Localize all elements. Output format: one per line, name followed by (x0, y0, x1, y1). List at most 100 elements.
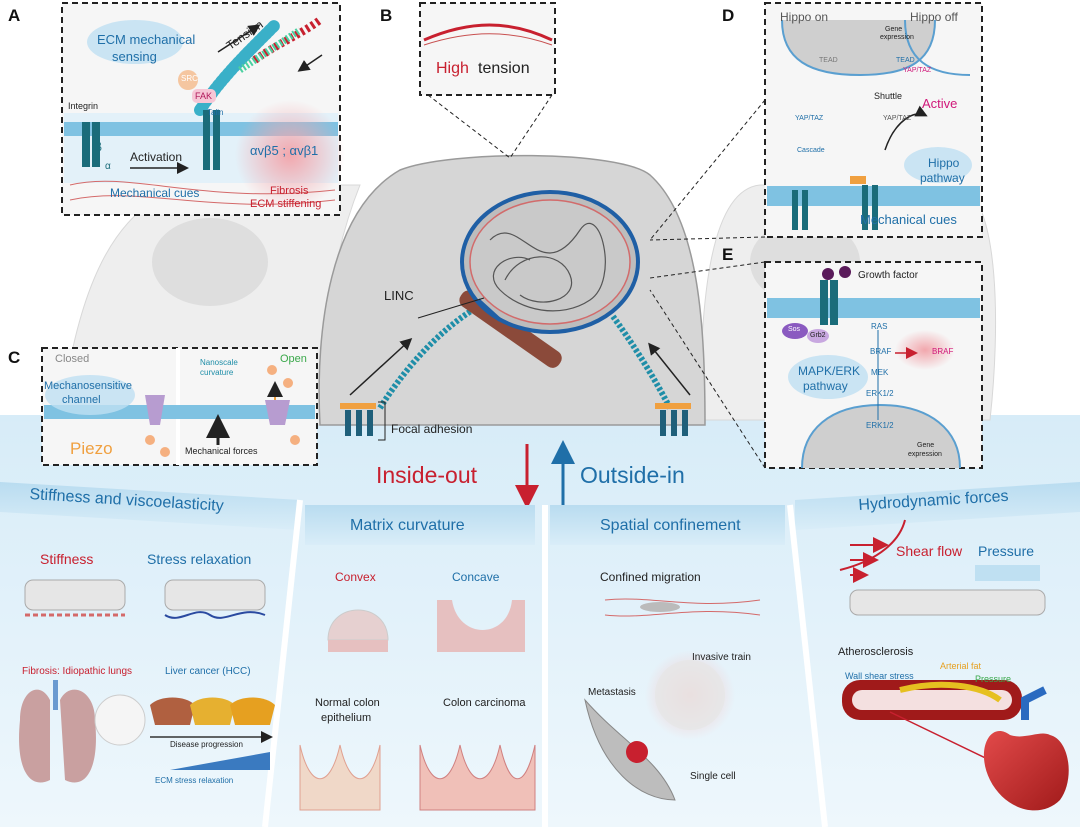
grb2-label: Grb2 (810, 332, 826, 339)
wall-shear-label: Wall shear stress (845, 671, 914, 681)
panel-a-title-glow (87, 20, 183, 64)
mechanosensitive-label-2: channel (62, 394, 101, 406)
grb2-blob (807, 329, 829, 343)
leader-e-bottom (649, 289, 766, 469)
mapk-glow (788, 355, 868, 399)
hippo-off-label: Hippo off (910, 10, 958, 24)
hippo-on-label: Hippo on (780, 10, 829, 24)
beta-label: β (95, 140, 102, 154)
hippo-glow (904, 147, 972, 183)
focal-adhesion-plaque-left (340, 403, 376, 409)
gene-label-2: expression (880, 34, 914, 41)
normal-colon-label-1: Normal colon (315, 697, 380, 709)
high-label: High (436, 60, 469, 77)
sos-label: Sos (788, 326, 801, 333)
leader-d-bottom (649, 236, 766, 241)
mechanical-cues-d-label: Mechanical cues (860, 212, 957, 227)
confined-fiber-1 (604, 598, 761, 604)
pressure-zone (975, 565, 1040, 581)
shear-flow-label: Shear flow (896, 543, 963, 559)
panel-e-membrane (767, 298, 980, 318)
src-blob (178, 70, 198, 90)
panel-label-a: A (8, 6, 21, 25)
banner-stiffness (0, 482, 300, 530)
src-label: SRC (181, 74, 198, 83)
braf-glow (895, 330, 955, 370)
endothelium (849, 589, 1046, 616)
lung-left (19, 689, 50, 783)
panel-a-integrin-inactive-1 (82, 122, 90, 167)
ecm-sensing-title-1: ECM mechanical (97, 32, 196, 47)
fibrosis-label: Fibrosis (270, 185, 309, 197)
ion-3 (267, 365, 277, 375)
integrin-right-3 (682, 410, 688, 436)
linc-label: LINC (384, 288, 414, 303)
nanoscale-label-1: Nanoscale (200, 358, 238, 367)
disease-progression-label: Disease progression (170, 740, 243, 749)
relaxation-matrix (164, 611, 266, 619)
ion-4 (283, 378, 293, 388)
integrin-left-1 (345, 410, 351, 436)
background-nucleus-left (152, 218, 268, 306)
stress-relaxation-label: Stress relaxation (147, 551, 252, 567)
pressure-athero-label: Pressure (975, 674, 1012, 684)
substrate-background (0, 415, 1080, 827)
piezo-open (265, 400, 290, 425)
arrow-left-inward (349, 337, 413, 396)
tead-left: TEAD (819, 57, 838, 64)
heart-pointer (889, 711, 1001, 766)
convex-base (328, 640, 388, 652)
banner-hydro (795, 482, 1080, 530)
panel-a-integrin-inactive-2 (92, 122, 100, 167)
liver-1 (150, 697, 195, 725)
panel-label-b: B (380, 6, 393, 25)
shuttle-label: Shuttle (874, 91, 903, 101)
growth-factor-label: Growth factor (858, 270, 919, 281)
single-cell-label: Single cell (690, 771, 736, 782)
focal-adhesion-plaque-right (655, 403, 691, 409)
yaptaz-left: YAP/TAZ (795, 115, 824, 122)
chromatin (489, 222, 606, 312)
leader-e-top (649, 261, 766, 279)
separator-1 (262, 499, 303, 827)
integrin-left-3 (367, 410, 373, 436)
tension-b-label: tension (478, 60, 530, 77)
ecm-stiffening-label: ECM stiffening (250, 198, 322, 210)
breast-tumor (626, 741, 648, 763)
closed-label: Closed (55, 353, 90, 365)
heart (983, 731, 1069, 811)
growth-factor-2 (839, 266, 851, 278)
atherosclerosis-label: Atherosclerosis (838, 646, 914, 658)
section-title-confinement: Spatial confinement (600, 517, 741, 534)
mechanical-cues-label: Mechanical cues (110, 186, 200, 200)
inside-out-label: Inside-out (376, 462, 478, 488)
mapk-label-1: MAPK/ERK (798, 364, 861, 378)
tension-arrow-2 (297, 54, 323, 72)
hippo-pathway-label-1: Hippo (928, 156, 960, 170)
confined-cell (640, 602, 680, 612)
ion-5 (290, 435, 300, 445)
panel-b-tension-fiber-2 (423, 33, 553, 46)
mechanosensitive-label-1: Mechanosensitive (44, 380, 133, 392)
leader-b-left (427, 94, 511, 159)
ras-label: RAS (871, 322, 888, 331)
integrin-types-label: αvβ5 ; αvβ1 (250, 143, 319, 158)
relaxation-cell-pair (164, 579, 266, 611)
erk-cyto-label: ERK1/2 (866, 389, 894, 398)
alpha-label: α (105, 161, 111, 172)
open-label: Open (280, 353, 307, 365)
colon-carcinoma (419, 744, 536, 811)
panel-e-nucleus (801, 403, 961, 469)
banner-curvature (305, 505, 535, 545)
mapk-label-2: pathway (803, 379, 848, 393)
liver-cancer-label: Liver cancer (HCC) (165, 666, 251, 677)
gene-label-1: Gene (885, 26, 903, 33)
lung-zoom (94, 694, 146, 746)
activation-label: Activation (130, 150, 183, 164)
outside-in-label: Outside-in (580, 462, 685, 488)
chromatin-2 (504, 256, 573, 303)
active-arrow (884, 105, 928, 151)
liver-2 (190, 697, 235, 725)
panel-d-nucleus (781, 19, 936, 77)
